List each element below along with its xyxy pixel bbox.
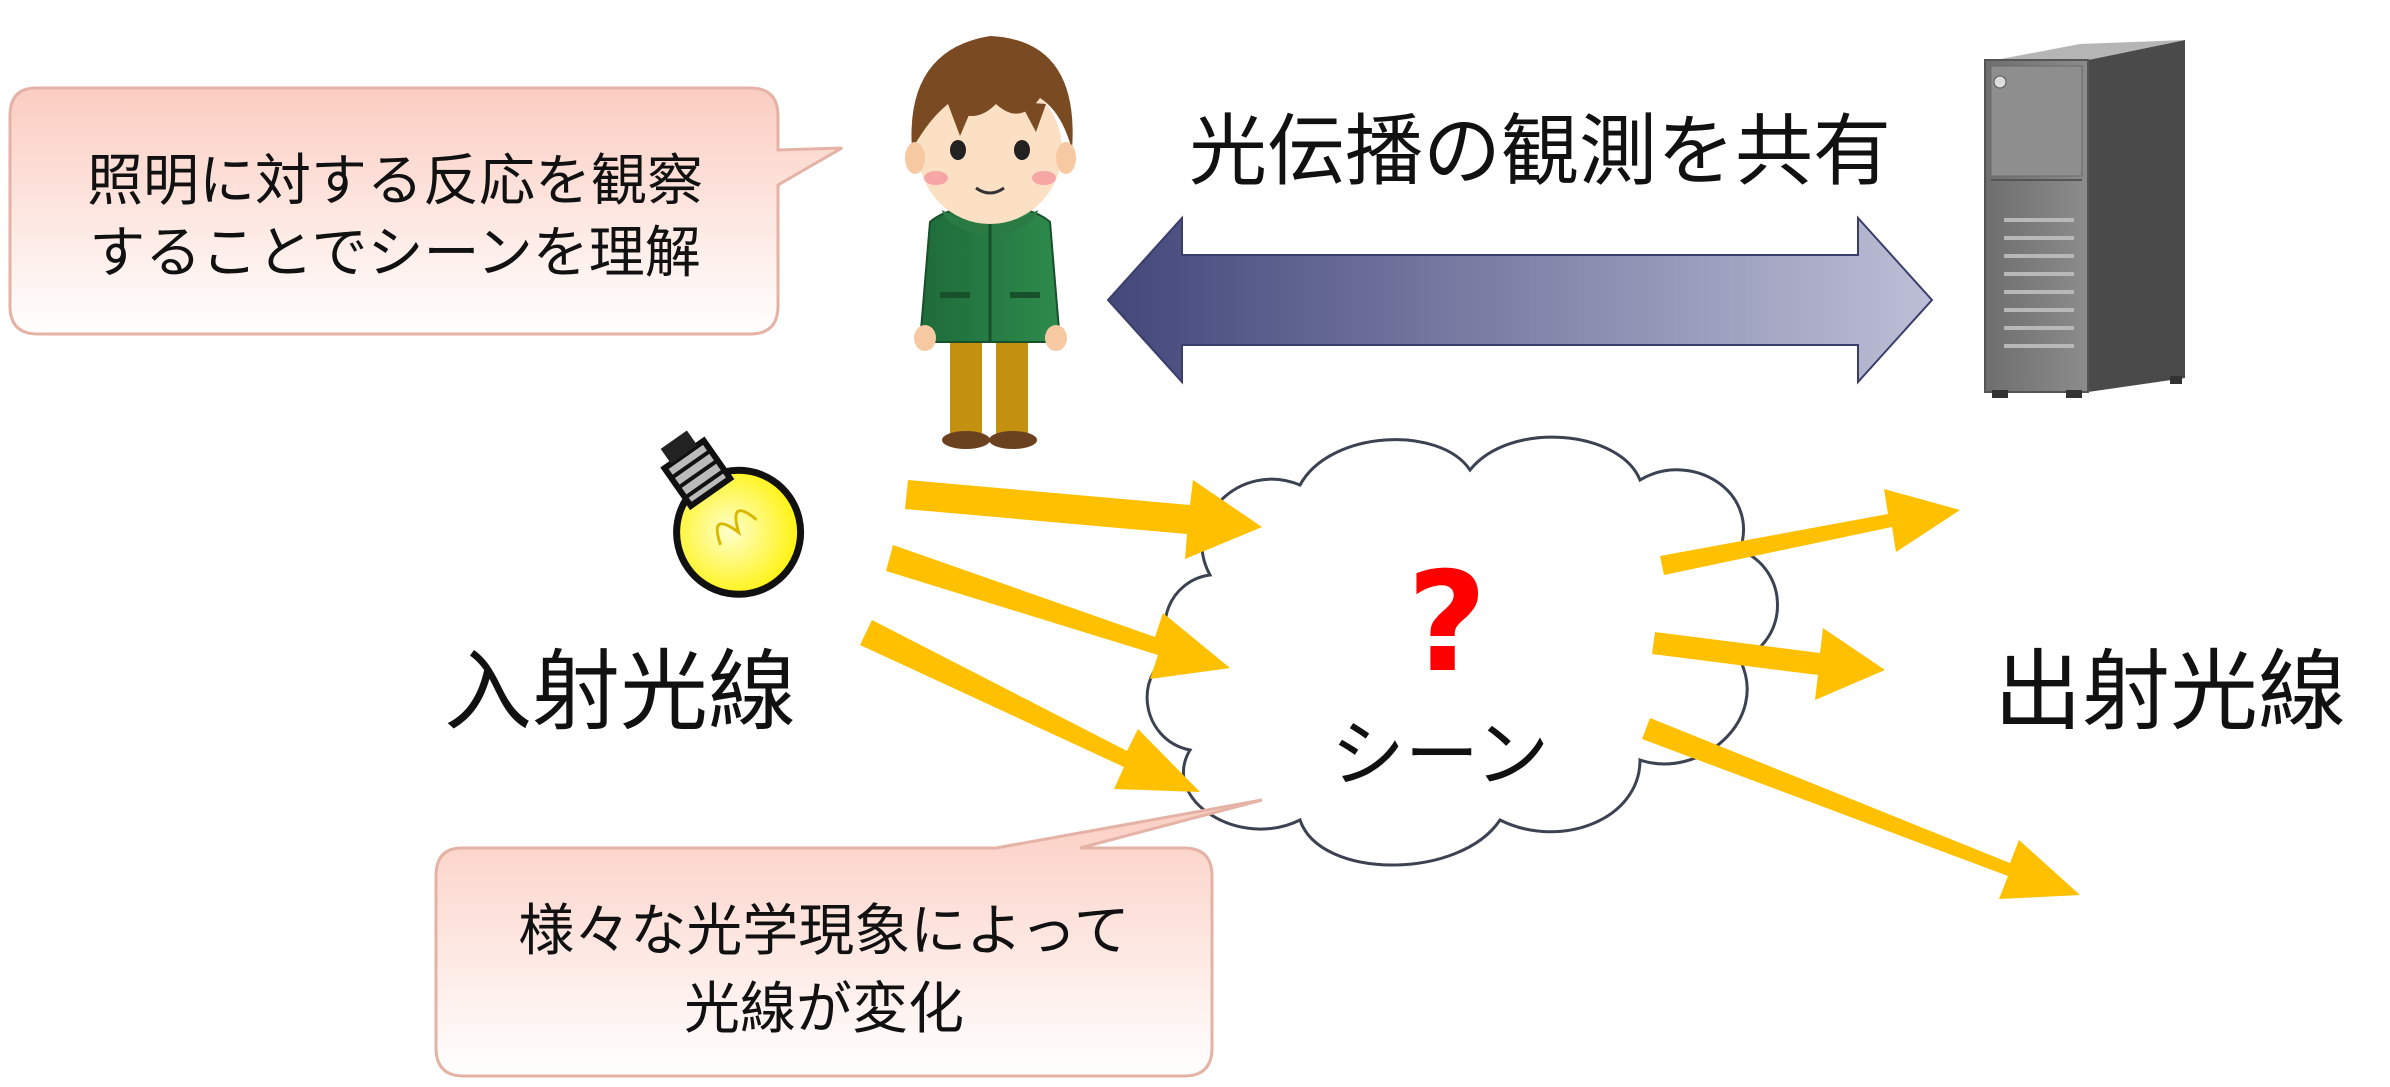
scene-cloud [1145,435,1779,867]
person-icon [905,36,1076,449]
incident-ray-3 [860,620,1200,792]
outgoing-ray-2 [1652,628,1885,700]
person-speech-bubble: 照明に対する反応を観察 することでシーンを理解 [8,86,843,336]
light-bulb-icon [660,430,805,598]
scene-speech-bubble: 様々な光学現象によって 光線が変化 [434,798,1263,1078]
bidirectional-arrow [1106,215,1934,385]
outgoing-ray-1 [1660,489,1960,575]
incident-ray-1 [905,480,1262,559]
outgoing-rays-label: 出射光線 [1994,640,2346,743]
scene-label: シーン [1331,712,1549,798]
server-tower-icon [1984,40,2185,398]
shared-observation-label: 光伝播の観測を共有 [1189,107,1891,197]
scene-speech-line-2: 光線が変化 [684,977,964,1042]
outgoing-ray-3 [1642,718,2080,899]
scene-speech-line-1: 様々な光学現象によって [518,899,1130,964]
person-speech-line-1: 照明に対する反応を観察 [87,149,703,214]
person-speech-line-2: することでシーンを理解 [89,221,701,286]
incident-rays [860,480,1262,792]
outgoing-rays [1642,489,2080,899]
question-mark: ? [1407,542,1487,703]
incident-rays-label: 入射光線 [444,640,796,743]
incident-ray-2 [886,545,1230,679]
